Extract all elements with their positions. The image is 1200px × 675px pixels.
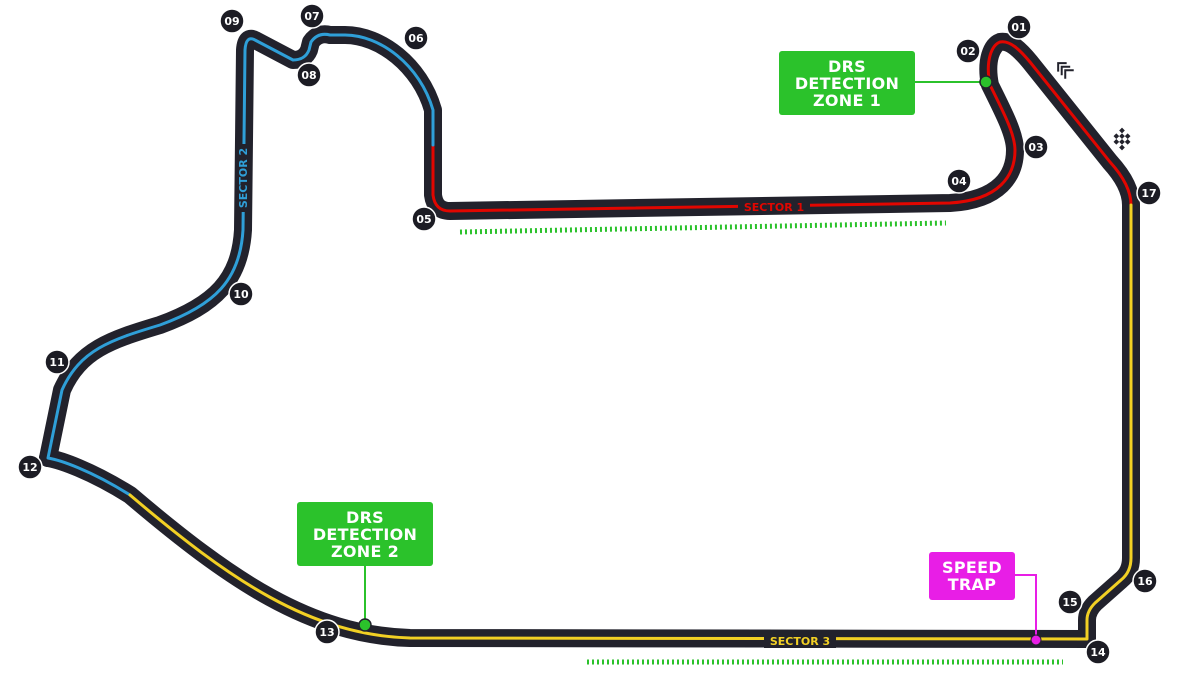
corner-label-08: 08 xyxy=(301,69,316,82)
sector-2-label-group: SECTOR 2 xyxy=(236,144,250,212)
corner-badge-08: 08 xyxy=(296,62,322,88)
sector-3-line xyxy=(128,203,1133,641)
corner-badge-06: 06 xyxy=(403,25,429,51)
drs-zone-2-line-2: DETECTION xyxy=(313,525,417,544)
speed-trap-box: SPEED TRAP xyxy=(929,552,1015,600)
corner-badge-03: 03 xyxy=(1023,134,1049,160)
sector-3-label: SECTOR 3 xyxy=(770,635,830,648)
corner-label-03: 03 xyxy=(1028,141,1043,154)
corner-badge-09: 09 xyxy=(219,8,245,34)
corner-badge-04: 04 xyxy=(946,168,972,194)
corner-badge-14: 14 xyxy=(1085,639,1111,665)
drs-activation-line-1 xyxy=(459,220,947,235)
sector-2-line xyxy=(46,32,435,497)
corner-badge-10: 10 xyxy=(228,281,254,307)
corner-label-02: 02 xyxy=(960,45,975,58)
corner-label-05: 05 xyxy=(416,213,431,226)
speed-trap-line-2: TRAP xyxy=(948,575,997,594)
chequered-flag-icon xyxy=(1113,127,1131,151)
corner-badge-11: 11 xyxy=(44,349,70,375)
drs-zone-1-line-1: DRS xyxy=(828,57,866,76)
speed-trap-point xyxy=(1030,634,1042,646)
corner-label-01: 01 xyxy=(1011,21,1026,34)
corner-label-04: 04 xyxy=(951,175,967,188)
corner-badge-05: 05 xyxy=(411,206,437,232)
corner-label-12: 12 xyxy=(22,461,37,474)
corner-label-13: 13 xyxy=(319,626,334,639)
sector-2-label: SECTOR 2 xyxy=(237,148,250,208)
corner-badge-16: 16 xyxy=(1132,568,1158,594)
track-base xyxy=(39,25,1140,648)
corner-badge-13: 13 xyxy=(314,619,340,645)
corner-badge-15: 15 xyxy=(1057,589,1083,615)
corner-badge-17: 17 xyxy=(1136,180,1162,206)
corner-label-16: 16 xyxy=(1137,575,1153,588)
speed-trap-line-1: SPEED xyxy=(942,558,1002,577)
corner-badge-07: 07 xyxy=(299,3,325,29)
corner-label-17: 17 xyxy=(1141,187,1156,200)
corner-badges: 01 02 03 04 05 06 07 08 09 10 11 12 13 1… xyxy=(17,3,1162,665)
corner-badge-12: 12 xyxy=(17,454,43,480)
corner-badge-01: 01 xyxy=(1006,14,1032,40)
drs-zone-2-line-3: ZONE 2 xyxy=(331,542,399,561)
sector-1-line xyxy=(431,40,1133,213)
corner-badge-02: 02 xyxy=(955,38,981,64)
sector-3-label-group: SECTOR 3 xyxy=(764,634,836,648)
corner-label-14: 14 xyxy=(1090,646,1106,659)
drs-zone-2-box: DRS DETECTION ZONE 2 xyxy=(297,502,433,566)
corner-label-10: 10 xyxy=(233,288,249,301)
corner-label-11: 11 xyxy=(49,356,64,369)
drs-zone-1-box: DRS DETECTION ZONE 1 xyxy=(779,51,915,115)
sector-1-label: SECTOR 1 xyxy=(744,201,804,214)
corner-label-06: 06 xyxy=(408,32,424,45)
drs-zone-1-point xyxy=(979,75,993,89)
drs-zone-1-line-2: DETECTION xyxy=(795,74,899,93)
direction-chevrons-icon xyxy=(1057,62,1074,79)
corner-label-15: 15 xyxy=(1062,596,1077,609)
drs-zone-1-line-3: ZONE 1 xyxy=(813,91,881,110)
sector-1-label-group: SECTOR 1 xyxy=(738,200,810,214)
drs-zone-2-line-1: DRS xyxy=(346,508,384,527)
corner-label-07: 07 xyxy=(304,10,319,23)
corner-label-09: 09 xyxy=(224,15,239,28)
drs-zone-2-point xyxy=(358,618,372,632)
speed-trap-connector xyxy=(1015,574,1037,640)
